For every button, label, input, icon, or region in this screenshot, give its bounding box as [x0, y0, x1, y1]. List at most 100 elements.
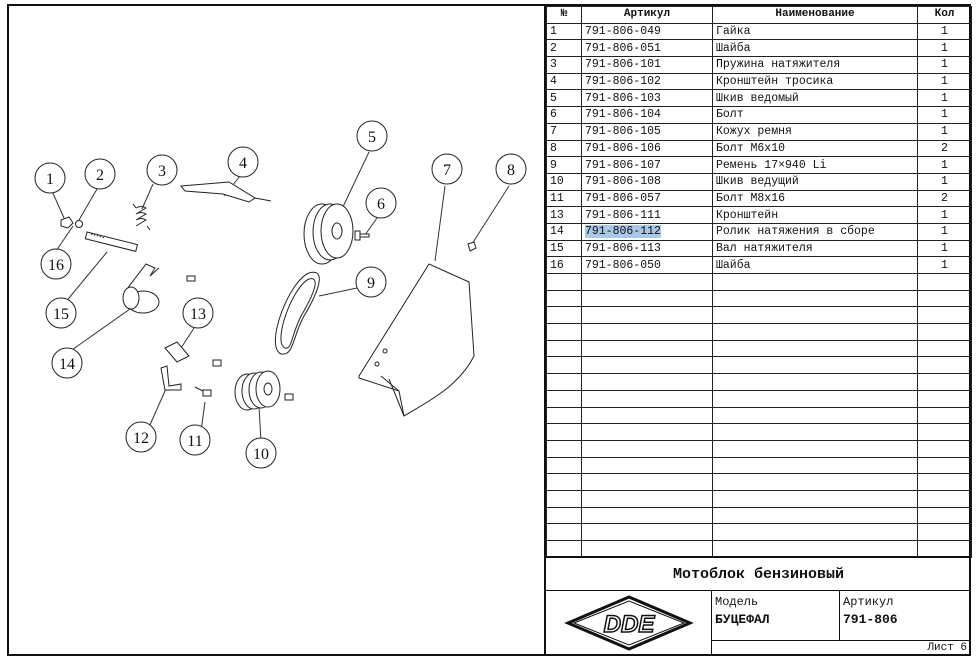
row-number: 4	[546, 72, 582, 91]
empty-cell	[581, 389, 713, 408]
row-number: 15	[546, 239, 582, 258]
empty-cell	[917, 356, 972, 375]
callout-13: 13	[190, 306, 206, 323]
product-name: Мотоблок бензиновый	[546, 558, 971, 591]
table-row-empty	[546, 339, 972, 358]
empty-cell	[546, 289, 582, 308]
table-row-empty	[546, 406, 972, 425]
row-article: 791-806-101	[581, 56, 713, 74]
empty-cell	[917, 373, 972, 391]
driven-pulley-part	[303, 203, 354, 265]
table-row-empty	[546, 289, 972, 308]
row-number: 14	[546, 222, 582, 241]
row-article: 791-806-113	[581, 239, 713, 258]
row-article: 791-806-050	[581, 256, 713, 274]
row-number: 10	[546, 172, 582, 191]
article-label: Артикул	[843, 595, 894, 609]
empty-cell	[581, 456, 713, 475]
empty-cell	[581, 273, 713, 291]
header-number: №	[546, 6, 582, 24]
row-qty: 1	[917, 56, 972, 74]
empty-cell	[546, 506, 582, 525]
model-value: БУЦЕФАЛ	[715, 612, 770, 627]
callout-11: 11	[187, 433, 202, 450]
logo-cell: DDE	[546, 591, 712, 656]
empty-cell	[581, 323, 713, 341]
table-row-empty	[546, 273, 972, 291]
table-row-empty	[546, 523, 972, 541]
cable-bracket-part	[180, 181, 272, 203]
table-row-empty	[546, 473, 972, 491]
logo-text: DDE	[604, 611, 656, 638]
row-name: Шайба	[712, 256, 918, 274]
row-name: Вал натяжителя	[712, 239, 918, 258]
empty-cell	[712, 289, 918, 308]
empty-cell	[581, 356, 713, 375]
drive-pulley-part	[234, 370, 294, 411]
callout-9: 9	[367, 275, 375, 292]
empty-cell	[712, 389, 918, 408]
row-article: 791-806-102	[581, 72, 713, 91]
callout-1: 1	[46, 171, 54, 188]
row-number: 16	[546, 256, 582, 274]
empty-cell	[546, 356, 582, 375]
row-qty: 1	[917, 172, 972, 191]
row-article: 791-806-107	[581, 156, 713, 174]
table-row-empty	[546, 306, 972, 325]
empty-cell	[917, 306, 972, 325]
row-number: 13	[546, 206, 582, 224]
row-article: 791-806-104	[581, 106, 713, 124]
row-number: 2	[546, 39, 582, 58]
empty-cell	[546, 306, 582, 325]
article-cell: Артикул 791-806	[840, 591, 971, 641]
empty-cell	[546, 523, 582, 541]
row-qty: 1	[917, 122, 972, 141]
empty-cell	[917, 506, 972, 525]
row-name: Гайка	[712, 22, 918, 41]
row-qty: 2	[917, 139, 972, 158]
table-row-empty	[546, 439, 972, 458]
bolt-part	[354, 230, 370, 241]
empty-cell	[712, 540, 918, 558]
empty-cell	[917, 423, 972, 441]
dde-logo: DDE	[564, 595, 694, 651]
empty-cell	[712, 439, 918, 458]
callout-3: 3	[158, 163, 166, 180]
empty-cell	[581, 439, 713, 458]
callout-6: 6	[377, 196, 385, 213]
empty-cell	[917, 456, 972, 475]
row-article: 791-806-049	[581, 22, 713, 41]
empty-cell	[712, 306, 918, 325]
row-article: 791-806-112	[581, 222, 713, 241]
empty-cell	[712, 456, 918, 475]
empty-cell	[917, 289, 972, 308]
table-row-empty	[546, 356, 972, 375]
row-qty: 1	[917, 156, 972, 174]
empty-cell	[712, 406, 918, 425]
table-row-empty	[546, 489, 972, 508]
callout-2: 2	[96, 167, 104, 184]
empty-cell	[712, 473, 918, 491]
empty-cell	[546, 373, 582, 391]
empty-cell	[546, 406, 582, 425]
table-row-empty	[546, 540, 972, 558]
callout-16: 16	[48, 257, 64, 274]
empty-cell	[546, 273, 582, 291]
callout-14: 14	[59, 356, 75, 373]
row-number: 6	[546, 106, 582, 124]
row-name: Шайба	[712, 39, 918, 58]
row-name: Болт	[712, 106, 918, 124]
empty-cell	[712, 273, 918, 291]
row-qty: 1	[917, 72, 972, 91]
empty-cell	[546, 323, 582, 341]
nut-part	[60, 216, 83, 229]
row-number: 9	[546, 156, 582, 174]
